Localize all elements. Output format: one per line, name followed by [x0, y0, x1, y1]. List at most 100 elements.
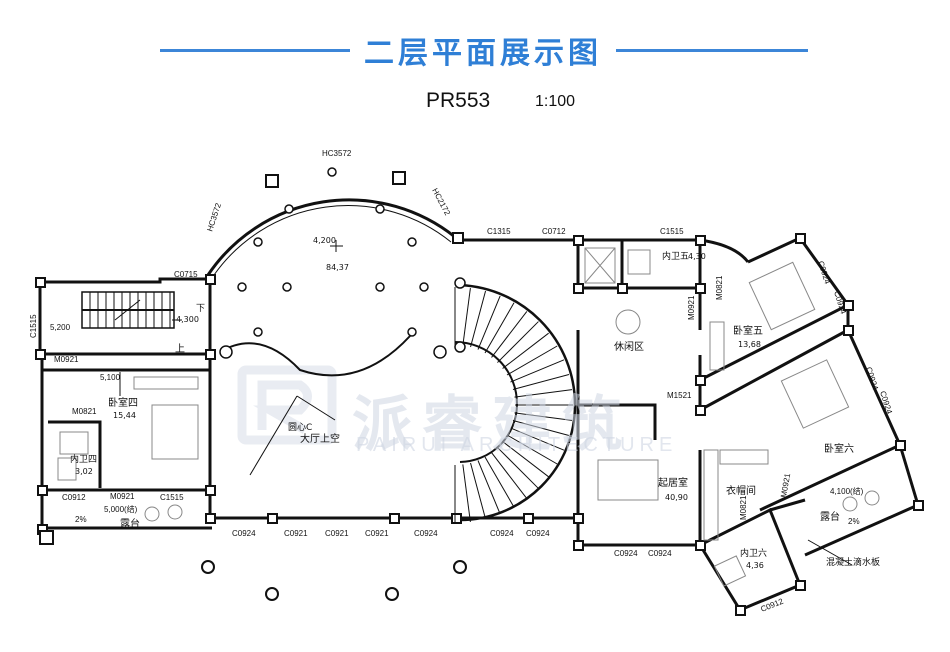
living-label: 起居室	[658, 476, 688, 489]
label-c0921-c: C0921	[365, 529, 389, 538]
annotation-lines	[119, 240, 853, 566]
bath6-area: 4,36	[746, 561, 764, 570]
label-c0924-b: C0924	[414, 529, 438, 538]
label-c0924-r3: C0924	[864, 366, 880, 392]
closet-label: 衣帽间	[726, 484, 756, 497]
stair-tread	[510, 427, 565, 451]
stair-tread	[502, 332, 549, 369]
label-c0715: C0715	[174, 270, 198, 279]
label-c0924-f: C0924	[648, 549, 672, 558]
bed4-label: 卧室四	[108, 396, 138, 409]
stair-tread	[497, 447, 539, 489]
plan-code: PR553	[426, 89, 491, 112]
stair-tread	[462, 464, 471, 523]
stair-tread	[470, 462, 487, 520]
leisure-label: 休闲区	[614, 340, 644, 353]
label-c0924-c: C0924	[490, 529, 514, 538]
stair-tread	[477, 295, 501, 350]
page-title: 二层平面展示图	[364, 36, 602, 71]
label-m1521: M1521	[667, 391, 692, 400]
hall-level: 4,200	[313, 236, 336, 245]
header-rule-left	[160, 49, 350, 52]
label-c0924-r1: C0924	[816, 260, 832, 286]
stair-tread	[462, 287, 471, 346]
stair-tread	[514, 389, 573, 398]
stair-tread	[512, 373, 570, 390]
label-m0821-left: M0821	[72, 407, 97, 416]
stair-down-label: 下	[196, 304, 205, 314]
furniture	[57, 247, 880, 587]
room-labels: 大厅上空 4,200 84,37 圆心C 休闲区 起居室 40,90 卧室四 1…	[70, 236, 880, 570]
label-slope-right: 2%	[848, 517, 860, 526]
label-terrace-level-left: 5,000(结)	[104, 504, 138, 514]
bath5-label: 内卫五	[662, 250, 689, 262]
label-m0921-mid: M0921	[687, 295, 696, 320]
stair-tread	[506, 345, 558, 376]
header-rule-right	[616, 49, 808, 52]
label-c0924-a: C0924	[232, 529, 256, 538]
stair-tread	[491, 452, 528, 499]
terrace-right-label: 露台	[820, 510, 840, 523]
spiral-stair	[454, 283, 577, 523]
label-c0924-d: C0924	[526, 529, 550, 538]
stair-tread	[497, 321, 539, 363]
bed5-label: 卧室五	[733, 324, 763, 337]
label-m0821-closet: M0821	[739, 495, 748, 520]
stair-tread	[484, 456, 515, 508]
bath5-area: 4,30	[688, 252, 706, 261]
stair-tread	[502, 441, 549, 478]
stair-tread	[484, 302, 515, 354]
watermark-brand: 派睿建筑	[352, 390, 632, 460]
label-m0921-left: M0921	[54, 355, 79, 364]
plan-scale: 1:100	[535, 93, 576, 110]
watermark-logo	[237, 365, 337, 445]
ceiling-lights	[219, 167, 466, 359]
label-hc3572-left: HC3572	[205, 201, 223, 232]
label-terrace-level-right: 4,100(结)	[830, 486, 864, 496]
stair-level: 4,300	[176, 315, 199, 324]
hall-void-label: 大厅上空	[300, 432, 340, 445]
stair-tread	[506, 434, 558, 465]
exterior-columns	[39, 530, 467, 601]
page-header: 二层平面展示图	[0, 26, 950, 76]
stair-up-label: 上	[175, 343, 185, 355]
watermark-sub: PAIRUI ARCHITECTURE	[356, 434, 678, 456]
label-c1515-left: C1515	[29, 314, 38, 338]
slab-note: 混凝土滴水板	[826, 556, 880, 568]
label-c0921-a: C0921	[284, 529, 308, 538]
stair-tread	[514, 412, 573, 421]
bed4-area: 15,44	[113, 411, 136, 420]
label-c0921-b: C0921	[325, 529, 349, 538]
stair-tread	[510, 359, 565, 383]
stair-tread	[512, 420, 570, 437]
label-m0921-bottom: M0921	[110, 492, 135, 501]
label-m0821-bed5: M0821	[715, 275, 724, 300]
terrace-left-label: 露台	[120, 517, 140, 530]
label-m0921-closet: M0921	[779, 472, 792, 498]
bath4-label: 内卫四	[70, 453, 97, 465]
stair-tread	[470, 290, 487, 348]
stair-tread	[477, 460, 501, 515]
label-c0712: C0712	[542, 227, 566, 236]
label-dim-5200: 5,200	[50, 323, 71, 332]
label-c1315: C1315	[487, 227, 511, 236]
label-c0912: C0912	[62, 493, 86, 502]
label-hc3572-top: HC3572	[322, 149, 352, 158]
hall-area: 84,37	[326, 263, 349, 272]
label-slope-left: 2%	[75, 515, 87, 524]
label-dim-5100: 5,100	[100, 373, 121, 382]
living-area: 40,90	[665, 493, 688, 502]
stair-tread	[491, 311, 528, 358]
label-c1515-bottom: C1515	[160, 493, 184, 502]
label-c0924-e: C0924	[614, 549, 638, 558]
center-mark-label: 圆心C	[288, 422, 312, 433]
bed6-label: 卧室六	[824, 442, 854, 455]
straight-stair	[81, 291, 175, 329]
columns	[35, 171, 924, 616]
label-c1515-top: C1515	[660, 227, 684, 236]
bed5-area: 13,68	[738, 340, 761, 349]
bath6-label: 内卫六	[740, 547, 767, 559]
bath4-area: 3,02	[75, 467, 93, 476]
label-hc2172: HC2172	[430, 187, 452, 218]
